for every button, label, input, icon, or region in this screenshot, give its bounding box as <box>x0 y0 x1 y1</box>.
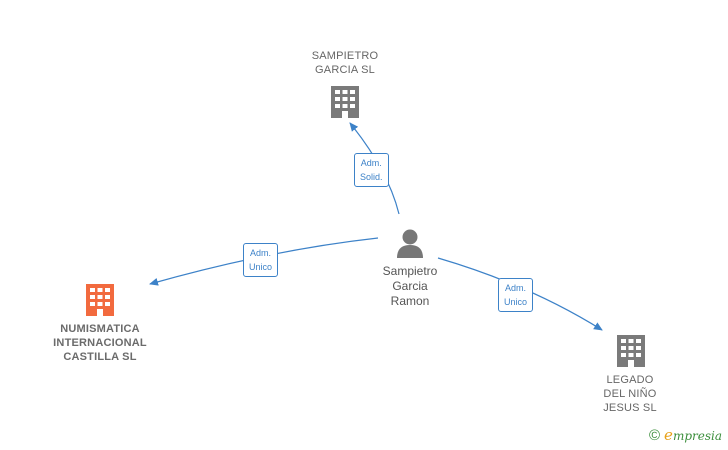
brand-logo-first-letter: e <box>664 426 673 444</box>
person-label[interactable]: Sampietro Garcia Ramon <box>382 264 438 308</box>
edge-role-badge-legado: Adm. Unico <box>498 278 534 312</box>
company-label-legado[interactable]: LEGADO DEL NIÑO JESUS SL <box>603 374 657 414</box>
brand-logo-rest: mpresia <box>672 429 722 443</box>
building-icon[interactable] <box>617 335 645 367</box>
footer-brand: © empresia <box>649 426 722 444</box>
building-icon[interactable] <box>331 86 359 118</box>
building-icon-highlighted[interactable] <box>86 284 114 316</box>
person-icon[interactable] <box>397 229 423 259</box>
edge-role-badge-sampietro: Adm. Solid. <box>354 153 389 187</box>
edge-role-badge-numismatica: Adm. Unico <box>243 243 279 277</box>
company-label-sampietro-garcia-sl[interactable]: SAMPIETRO GARCIA SL <box>311 50 379 76</box>
company-label-numismatica[interactable]: NUMISMATICA INTERNACIONAL CASTILLA SL <box>53 323 147 363</box>
copyright-symbol: © <box>648 426 661 444</box>
brand-logo: empresia <box>664 426 722 444</box>
